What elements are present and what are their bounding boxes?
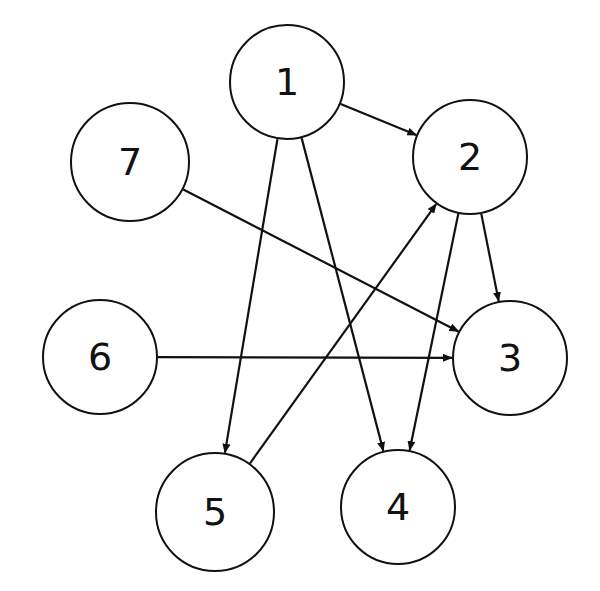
connector-arrow [410,214,459,450]
connector-arrow [183,190,458,332]
node-number: 2 [458,138,482,176]
connector-arrow [481,214,498,301]
numbered-circle: 1 [229,24,345,140]
numbered-circle: 2 [412,99,528,215]
connector-arrow [250,204,436,463]
connector-arrow [341,104,417,135]
node-number: 4 [386,488,410,526]
numbered-circle: 7 [70,102,190,222]
connector-arrow [225,139,278,453]
numbered-circle: 6 [42,299,158,415]
node-number: 1 [275,63,299,101]
connector-arrow [158,356,452,359]
numbered-circle: 3 [452,300,568,416]
numbered-circle: 4 [340,449,456,565]
node-number: 5 [203,493,227,531]
node-number: 3 [498,339,522,377]
numbered-circle: 5 [155,452,275,572]
node-number: 7 [118,143,142,181]
node-number: 6 [88,338,112,376]
